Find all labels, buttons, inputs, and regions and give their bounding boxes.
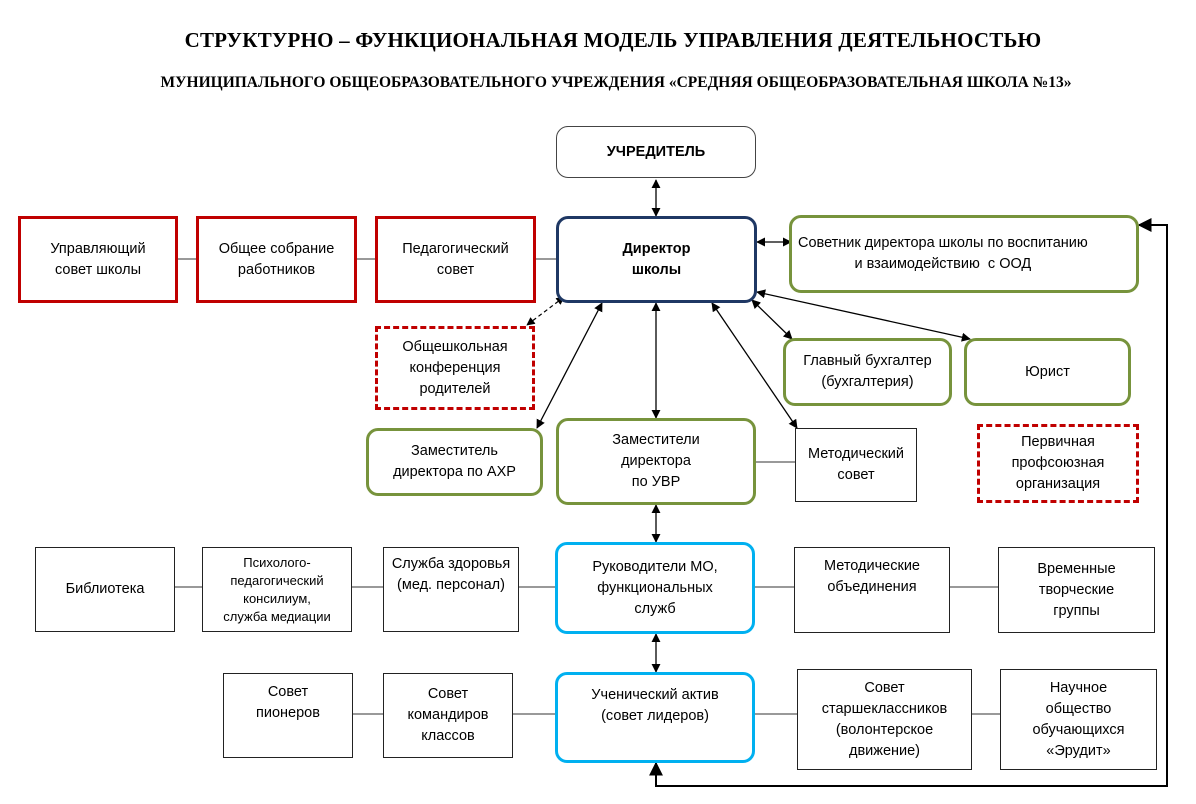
node-chief-accountant: Главный бухгалтер (бухгалтерия) <box>783 338 952 406</box>
node-governing-council: Управляющий совет школы <box>18 216 178 303</box>
edge-director-accountant <box>751 299 793 340</box>
node-commanders-council: Совет командиров классов <box>383 673 513 758</box>
node-pedagogical-council: Педагогический совет <box>375 216 536 303</box>
node-methodical-council: Методический совет <box>795 428 917 502</box>
node-founder: УЧРЕДИТЕЛЬ <box>556 126 756 178</box>
edge-director-lawyer <box>756 289 971 342</box>
node-health-service: Служба здоровья (мед. персонал) <box>383 547 519 632</box>
node-general-meeting: Общее собрание работников <box>196 216 357 303</box>
node-mo-heads: Руководители МО, функциональных служб <box>555 542 755 634</box>
node-student-activists: Ученический актив (совет лидеров) <box>555 672 755 763</box>
node-trade-union: Первичная профсоюзная организация <box>977 424 1139 503</box>
diagram-title: СТРУКТУРНО – ФУНКЦИОНАЛЬНАЯ МОДЕЛЬ УПРАВ… <box>184 28 1042 52</box>
node-library: Библиотека <box>35 547 175 632</box>
node-scientific-society: Научное общество обучающихся «Эрудит» <box>1000 669 1157 770</box>
node-director: Директор школы <box>556 216 757 303</box>
node-deputy-uvr: Заместители директора по УВР <box>556 418 756 505</box>
node-lawyer: Юрист <box>964 338 1131 406</box>
node-deputy-ahr: Заместитель директора по АХР <box>366 428 543 496</box>
edge-advisor-students-loop <box>649 218 1168 787</box>
node-pioneers-council: Совет пионеров <box>223 673 353 758</box>
node-methodical-associations: Методические объединения <box>794 547 950 633</box>
node-creative-groups: Временные творческие группы <box>998 547 1155 633</box>
diagram-subtitle: МУНИЦИПАЛЬНОГО ОБЩЕОБРАЗОВАТЕЛЬНОГО УЧРЕ… <box>160 74 1072 91</box>
node-advisor: Советник директора школы по воспитанию и… <box>789 215 1139 293</box>
edge-director-ahr <box>536 302 603 429</box>
node-parents-conference: Общешкольная конференция родителей <box>375 326 535 410</box>
node-seniors-council: Совет старшеклассников (волонтерское дви… <box>797 669 972 770</box>
node-ppk: Психолого- педагогический консилиум, слу… <box>202 547 352 632</box>
